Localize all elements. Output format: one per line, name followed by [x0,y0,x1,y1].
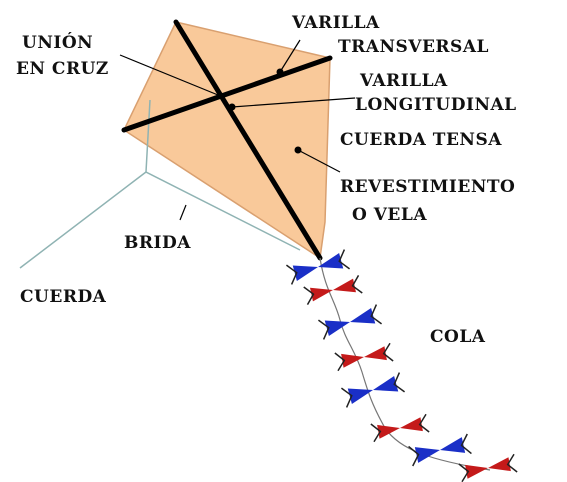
leader-revestimiento [297,149,341,173]
flying-line [19,171,147,269]
label-cuerda-tensa: CUERDA TENSA [340,130,502,150]
leader-varilla-longitudinal [231,97,356,108]
kite-sail [123,21,331,260]
label-brida: BRIDA [124,233,191,253]
leader-lines [119,39,356,221]
label-cuerda: CUERDA [20,287,107,307]
label-union-en-cruz-line2: EN CRUZ [16,59,109,79]
leader-union-en-cruz [119,54,219,96]
spine-spar [173,19,323,261]
label-revestimiento-line1: REVESTIMIENTO [340,177,515,197]
label-varilla-transversal-line1: VARILLA [291,13,380,33]
tail-bow [458,453,518,482]
leader-varilla-transversal [279,39,301,73]
label-union-en-cruz-line1: UNIÓN [22,32,93,53]
tail-bow [370,413,430,443]
label-revestimiento-line2: O VELA [352,205,427,225]
tail-bow [408,433,472,467]
tail-bow [340,372,406,408]
leader-brida [179,204,187,221]
tail-bow [334,342,394,372]
leader-dot-transversal [276,68,284,76]
tail-bows [285,249,518,482]
leader-dot-revestimiento [294,146,302,154]
label-varilla-longitudinal-line2: LONGITUDINAL [355,95,517,115]
cross-spar [121,55,333,133]
tail-bow [303,275,363,305]
tail-bow [317,304,383,340]
label-cola: COLA [430,327,486,347]
tail-bow [285,249,351,285]
leader-dot-longitudinal [228,103,236,111]
label-varilla-transversal-line2: TRANSVERSAL [338,37,489,57]
label-varilla-longitudinal-line1: VARILLA [359,71,448,91]
